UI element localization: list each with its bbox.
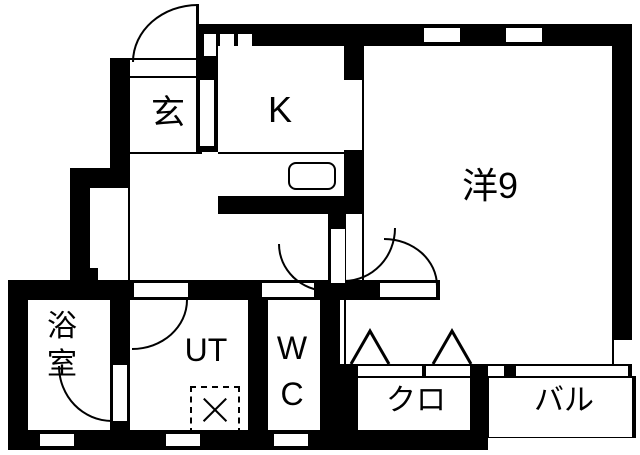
wall-bath-left-outer: [8, 280, 28, 450]
window-bottom-2: [166, 434, 200, 446]
window-top-1: [424, 28, 460, 42]
corridor-line-right: [344, 300, 346, 364]
room-floor-line-left: [362, 46, 364, 280]
label-wc-line1: W: [276, 330, 308, 366]
wall-kitchen-right: [344, 24, 362, 80]
ut-door-panel[interactable]: [134, 283, 188, 297]
entrance-door-panel: [130, 60, 198, 76]
wall-bath-top-outer: [8, 280, 130, 300]
label-balcony: バル: [534, 384, 594, 417]
closet-door-panel-2[interactable]: [426, 366, 504, 376]
balcony-right-edge: [632, 376, 635, 438]
label-western-room: 洋9: [461, 165, 519, 206]
closet-door-panel-1[interactable]: [344, 366, 422, 376]
closet-chevron-2: [431, 328, 473, 365]
shoe-cabinet-unit-2: [220, 34, 234, 56]
wall-wc-right: [320, 280, 340, 450]
kitchen-sliding-door[interactable]: [200, 80, 214, 146]
wall-left-vertical: [70, 168, 90, 288]
genkan-step-line: [130, 152, 202, 154]
shoe-cabinet-unit-3: [238, 34, 252, 56]
kitchen-counter-top-line: [218, 152, 358, 154]
label-wc-line2: C: [280, 376, 304, 412]
hall-door-panel[interactable]: [380, 283, 436, 297]
wall-genkan-left: [110, 58, 130, 178]
washing-machine-space: [190, 386, 240, 434]
wc-door-panel[interactable]: [262, 283, 314, 297]
entrance-door-leaf: [196, 4, 199, 62]
label-ut: UT: [184, 332, 228, 368]
bathroom-door-leaf[interactable]: [112, 364, 128, 422]
hall-floor-line-vertical: [128, 188, 130, 280]
wall-closet-right: [470, 364, 488, 450]
wall-corridor-left-stub: [78, 268, 98, 292]
label-bath: 浴 室: [20, 308, 104, 383]
wall-kitchen-counter-bottom: [218, 196, 358, 214]
window-bottom-1: [40, 434, 74, 446]
wall-ut-wc-divider: [248, 280, 268, 450]
label-genkan: 玄: [151, 94, 185, 132]
balcony-outline: [488, 376, 636, 438]
label-closet: クロ: [386, 384, 446, 417]
closet-chevron-1: [349, 328, 391, 365]
window-top-2: [506, 28, 542, 42]
label-bath-text: 浴 室: [47, 310, 77, 381]
wall-closet-left: [340, 364, 358, 450]
window-bottom-3: [274, 434, 308, 446]
balcony-door-panel[interactable]: [516, 366, 628, 376]
western-room-door-leaf[interactable]: [330, 228, 346, 284]
label-kitchen: K: [267, 89, 292, 130]
wall-right-outer: [614, 24, 632, 340]
wall-top-main: [208, 24, 632, 46]
entrance-door-swing: [132, 4, 198, 62]
wall-closet-bottom: [340, 430, 488, 450]
wall-kitchen-right-lower: [344, 150, 362, 214]
room-floor-line-right: [612, 46, 614, 364]
western-room-door-leaf-outline: [330, 228, 346, 284]
corridor-door-swing: [384, 238, 438, 286]
kitchen-sink-counter: [288, 162, 336, 190]
shoe-cabinet-unit-1: [204, 34, 216, 56]
bathroom-door-leaf-outline: [112, 364, 128, 422]
